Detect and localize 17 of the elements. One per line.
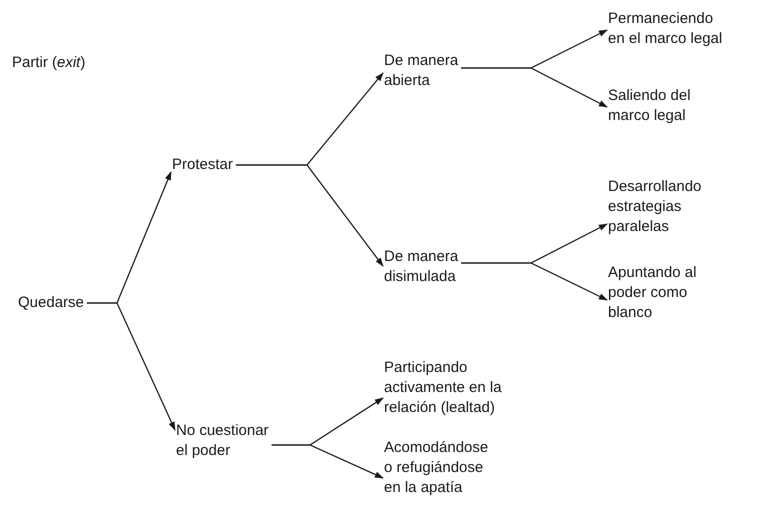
arrow [461, 67, 608, 108]
node-label: No cuestionar el poder [176, 421, 270, 461]
arrow [272, 444, 384, 479]
arrow [461, 262, 608, 301]
node-label: Participando activamente en la relación (lealtad) [384, 358, 503, 418]
arrow [236, 164, 384, 267]
arrow [86, 302, 176, 431]
node-label: Desarrollando estrategias paralelas [608, 177, 702, 237]
node-label: Permaneciendo en el marco legal [608, 9, 724, 49]
node-label: Apuntando al poder como blanco [608, 263, 698, 323]
node-label: De manera disimulada [384, 247, 460, 287]
node-label: Quedarse [18, 293, 85, 313]
node-label: Saliendo del marco legal [608, 86, 692, 126]
node-label: Acomodándose o refugiándose en la apatía [384, 438, 490, 498]
node-label: Protestar [172, 155, 234, 175]
node-label: De manera abierta [384, 51, 460, 91]
node-label: Partir (exit) [12, 53, 86, 73]
